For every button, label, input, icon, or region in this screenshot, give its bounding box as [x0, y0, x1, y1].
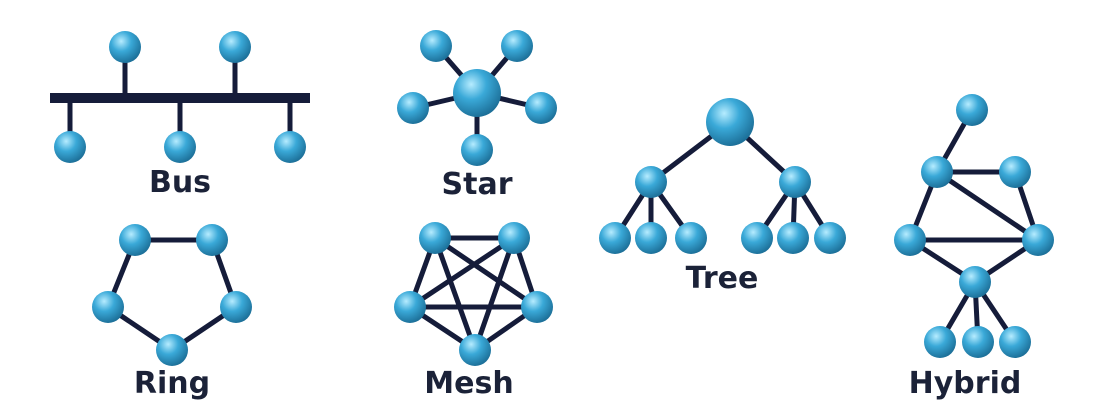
tree-leaf-node	[599, 222, 631, 254]
star-leaf-node	[525, 92, 557, 124]
hybrid-node	[959, 266, 991, 298]
star-leaf-node	[461, 134, 493, 166]
tree-leaf-node	[814, 222, 846, 254]
hybrid-node	[999, 326, 1031, 358]
mesh-node	[394, 291, 426, 323]
mesh-node	[459, 334, 491, 366]
mesh-edge	[472, 235, 517, 353]
ring-node	[156, 334, 188, 366]
bus-node	[109, 31, 141, 63]
tree-root-node	[706, 98, 754, 146]
star-leaf-node	[420, 30, 452, 62]
hybrid-label: Hybrid	[909, 366, 1022, 401]
hybrid-node	[924, 326, 956, 358]
bus-node	[219, 31, 251, 63]
tree-leaf-node	[741, 222, 773, 254]
hybrid-node	[962, 326, 994, 358]
tree-leaf-node	[675, 222, 707, 254]
ring-node	[196, 224, 228, 256]
ring-label: Ring	[134, 366, 210, 401]
mesh-edge	[432, 235, 540, 310]
ring-node	[92, 291, 124, 323]
star-hub-node	[453, 69, 501, 117]
hybrid-node	[999, 156, 1031, 188]
tree-branch-node	[779, 166, 811, 198]
tree-leaf-node	[777, 222, 809, 254]
ring-node	[220, 291, 252, 323]
hybrid-edge	[934, 169, 1041, 243]
mesh-node	[521, 291, 553, 323]
mesh-edge	[432, 235, 478, 353]
tree-leaf-node	[635, 222, 667, 254]
hybrid-node	[894, 224, 926, 256]
nodes-layer	[54, 30, 1054, 366]
ring-node	[119, 224, 151, 256]
mesh-edge	[407, 235, 517, 310]
mesh-node	[419, 222, 451, 254]
bus-label: Bus	[149, 165, 211, 200]
hybrid-node	[1022, 224, 1054, 256]
star-label: Star	[442, 167, 513, 202]
hybrid-node	[921, 156, 953, 188]
tree-label: Tree	[686, 261, 759, 296]
bus-node	[54, 131, 86, 163]
tree-branch-node	[635, 166, 667, 198]
hybrid-node	[956, 94, 988, 126]
bus-node	[164, 131, 196, 163]
mesh-label: Mesh	[424, 366, 513, 401]
star-leaf-node	[397, 92, 429, 124]
mesh-node	[498, 222, 530, 254]
star-leaf-node	[501, 30, 533, 62]
bus-node	[274, 131, 306, 163]
